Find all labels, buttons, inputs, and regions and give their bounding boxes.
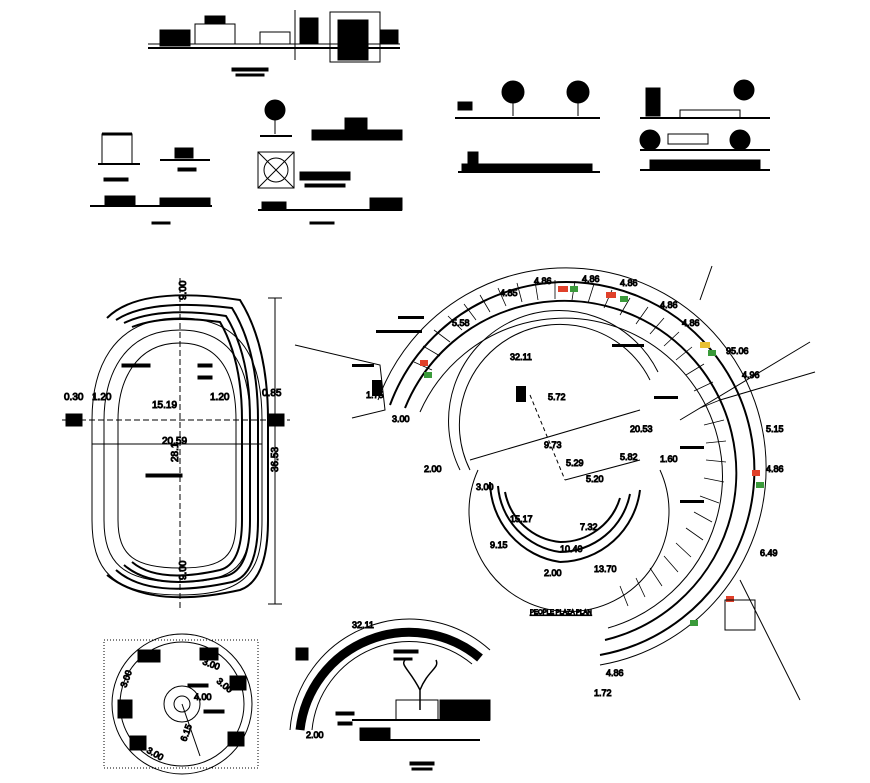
plaza-dim-5-15: 5.15 — [766, 424, 784, 434]
plaza-dim-3-00: 3.00 — [392, 414, 410, 424]
plaza-dim-3-00c: 3.00 — [476, 482, 494, 492]
plaza-dim-top-a: 4.86 — [534, 276, 552, 286]
circle-plan: 3.00 3.00 3.00 3.00 6.15 4.00 — [103, 633, 259, 775]
top-section-strip — [148, 10, 400, 77]
detail-elevations-right-b — [639, 79, 770, 171]
plaza-dim-4-96: 4.96 — [742, 370, 760, 380]
circle-dim-400: 4.00 — [194, 692, 212, 702]
track-dim-1519: 15.19 — [152, 400, 177, 411]
track-dim-085: 0.85 — [262, 388, 282, 399]
plaza-dim-1-75: 1.75 — [366, 390, 384, 400]
circle-dim-300-b: 3.00 — [118, 669, 133, 689]
arc-plan: 32.11 2.00 — [289, 618, 491, 771]
plaza-dim-2-00b: 2.00 — [544, 568, 562, 578]
plaza-dim-5-29: 5.29 — [566, 458, 584, 468]
plaza-dim-2-00: 2.00 — [424, 464, 442, 474]
plaza-dim-32-11: 32.11 — [510, 352, 532, 362]
plaza-title: PEOPLE PLAZA PLAN — [530, 610, 592, 616]
plaza-dim-4-85: 4.85 — [500, 288, 518, 298]
track-dim-3653: 36.53 — [270, 447, 281, 472]
plaza-dim-20-53: 20.53 — [630, 424, 653, 434]
track-dim-120-right: 1.20 — [210, 392, 230, 403]
plaza-dim-4-86-r2: 4.86 — [766, 464, 784, 474]
track-dim-900-bottom: 9.00 — [178, 560, 189, 580]
plaza-dim-4-86-low: 4.86 — [606, 668, 624, 678]
track-plan: 0.30 1.20 15.19 1.20 0.85 20.59 28.1 36.… — [62, 278, 290, 608]
track-dim-120-left: 1.20 — [92, 392, 112, 403]
people-plaza-plan: 4.86 4.86 4.86 4.86 5.58 4.85 4.86 95.06… — [294, 265, 816, 701]
plaza-dim-9-73: 9.73 — [544, 440, 562, 450]
detail-elevations-right-a — [455, 80, 600, 173]
track-dim-900-top: 9.00 — [178, 280, 189, 300]
track-dim-281: 28.1 — [170, 442, 181, 462]
plaza-dim-4-86-right: 4.86 — [682, 318, 700, 328]
arc-dim-200: 2.00 — [306, 730, 324, 740]
plaza-dim-5-58: 5.58 — [452, 318, 470, 328]
plaza-dim-10-40: 10.40 — [560, 544, 583, 554]
plaza-dim-15-17: 15.17 — [510, 514, 533, 524]
plaza-dim-top-d: 4.86 — [660, 300, 678, 310]
plaza-dim-top-c: 4.86 — [620, 278, 638, 288]
plaza-dim-9-15: 9.15 — [490, 540, 508, 550]
plaza-dim-5-72: 5.72 — [548, 392, 566, 402]
arc-dim-3211: 32.11 — [352, 620, 374, 630]
track-dim-2059: 20.59 — [162, 436, 187, 447]
plaza-dim-top-b: 4.86 — [582, 274, 600, 284]
plaza-dim-13-70: 13.70 — [594, 564, 617, 574]
plaza-dim-1-60: 1.60 — [660, 454, 678, 464]
plaza-dim-6-49: 6.49 — [760, 548, 778, 558]
plaza-dim-5-82: 5.82 — [620, 452, 638, 462]
detail-elevations-middle — [257, 99, 403, 225]
plaza-dim-7-32: 7.32 — [580, 522, 598, 532]
plaza-dim-95-06: 95.06 — [726, 346, 749, 356]
plaza-dim-1-72: 1.72 — [594, 688, 612, 698]
planter-marks — [420, 286, 764, 626]
track-dim-030: 0.30 — [64, 392, 84, 403]
plaza-dim-5-20: 5.20 — [586, 474, 604, 484]
detail-elevations-left — [90, 132, 212, 225]
